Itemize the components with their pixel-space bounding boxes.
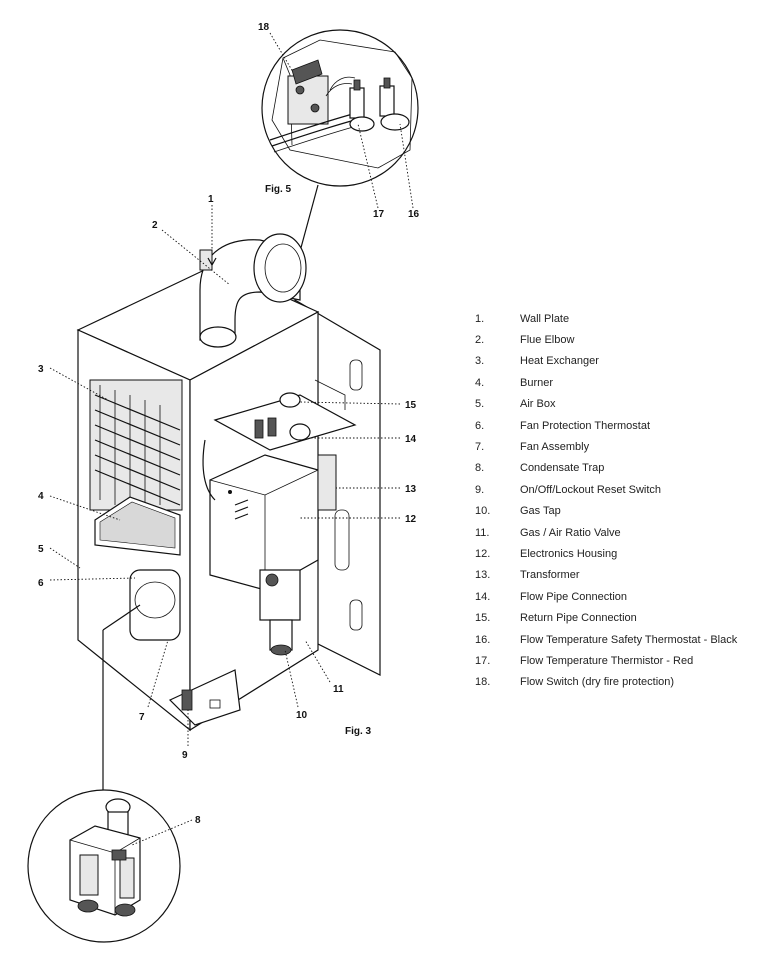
legend-item: 3. Heat Exchanger [475,351,757,372]
fig3-label: Fig. 3 [345,726,372,737]
flue-elbow [199,233,307,348]
callout-6: 6 [38,578,44,589]
legend-label: Fan Assembly [520,441,590,454]
legend-item: 9. On/Off/Lockout Reset Switch [475,479,757,500]
legend-item: 17. Flow Temperature Thermistor - Red [475,650,757,671]
fan-assembly [129,569,181,641]
legend-number: 5. [475,398,485,411]
legend-label: Wall Plate [520,312,570,325]
legend-number: 16. [475,633,491,646]
callout-2: 2 [152,220,158,231]
burner [94,496,181,556]
callout-3: 3 [38,364,44,375]
callout-numbers: 18 1 2 3 4 5 6 7 8 9 10 11 12 13 14 15 1… [38,22,420,826]
legend-number: 18. [475,676,491,689]
callout-5: 5 [38,544,44,555]
legend-label: Burner [520,376,554,389]
legend-number: 12. [475,547,491,560]
callout-15: 15 [405,400,417,411]
legend-item: 13. Transformer [475,565,757,586]
callout-11: 11 [333,684,344,695]
legend-item: 18. Flow Switch (dry fire protection) [475,672,757,693]
legend-label: Flow Pipe Connection [520,590,628,603]
legend-label: Fan Protection Thermostat [520,419,651,432]
legend-number: 7. [475,441,485,454]
legend-item: 11. Gas / Air Ratio Valve [475,522,757,543]
legend-item: 2. Flue Elbow [475,329,757,350]
legend-number: 2. [475,334,485,347]
legend-number: 14. [475,590,491,603]
callout-9: 9 [182,750,188,761]
transformer [317,454,337,511]
legend-label: Condensate Trap [520,462,605,475]
legend-item: 15. Return Pipe Connection [475,607,757,628]
legend-item: 8. Condensate Trap [475,458,757,479]
legend-label: Heat Exchanger [520,355,599,368]
callout-7: 7 [139,712,145,723]
callout-8: 8 [195,815,201,826]
legend-item: 10. Gas Tap [475,501,757,522]
legend-item: 5. Air Box [475,394,757,415]
callout-14: 14 [405,434,417,445]
pipe-connections [202,379,357,501]
fig5-label: Fig. 5 [265,184,292,195]
legend-number: 13. [475,569,491,582]
legend-label: Return Pipe Connection [520,612,637,625]
legend-label: Transformer [520,569,580,582]
gas-valve [259,569,301,656]
callout-10: 10 [296,710,308,721]
legend-number: 17. [475,654,491,667]
legend-item: 7. Fan Assembly [475,436,757,457]
legend-label: Flow Temperature Safety Thermostat - Bla… [520,633,738,646]
legend-item: 12. Electronics Housing [475,543,757,564]
legend-number: 15. [475,612,491,625]
callout-17: 17 [373,209,385,220]
legend-number: 9. [475,483,485,496]
callout-1: 1 [208,194,214,205]
legend-label: Flue Elbow [520,334,575,347]
legend-number: 8. [475,462,485,475]
legend-number: 6. [475,419,485,432]
legend-label: Electronics Housing [520,547,618,560]
legend-label: On/Off/Lockout Reset Switch [520,483,662,496]
legend-label: Flow Switch (dry fire protection) [520,676,675,689]
condensate-trap-circle [27,789,181,943]
callout-12: 12 [405,514,417,525]
legend-number: 10. [475,505,491,518]
callout-13: 13 [405,484,417,495]
legend-number: 11. [475,526,490,539]
legend-number: 3. [475,355,485,368]
legend-label: Gas / Air Ratio Valve [520,526,621,539]
legend-label: Gas Tap [520,505,561,518]
legend-item: 16. Flow Temperature Safety Thermostat - … [475,629,757,650]
leader-lines [49,32,414,846]
fig5-detail-circle [261,29,419,187]
legend-item: 1. Wall Plate [475,308,757,329]
bottom-bracket [168,669,241,726]
callout-4: 4 [38,491,44,502]
legend-label: Air Box [520,398,556,411]
parts-legend: 1. Wall Plate 2. Flue Elbow 3. Heat Exchang… [475,308,757,693]
legend-number: 1. [475,312,485,325]
heat-exchanger [89,379,183,511]
legend-item: 14. Flow Pipe Connection [475,586,757,607]
callout-16: 16 [408,209,420,220]
legend-number: 4. [475,376,485,389]
legend-item: 6. Fan Protection Thermostat [475,415,757,436]
callout-18: 18 [258,22,270,33]
legend-label: Flow Temperature Thermistor - Red [520,654,694,667]
legend-item: 4. Burner [475,372,757,393]
